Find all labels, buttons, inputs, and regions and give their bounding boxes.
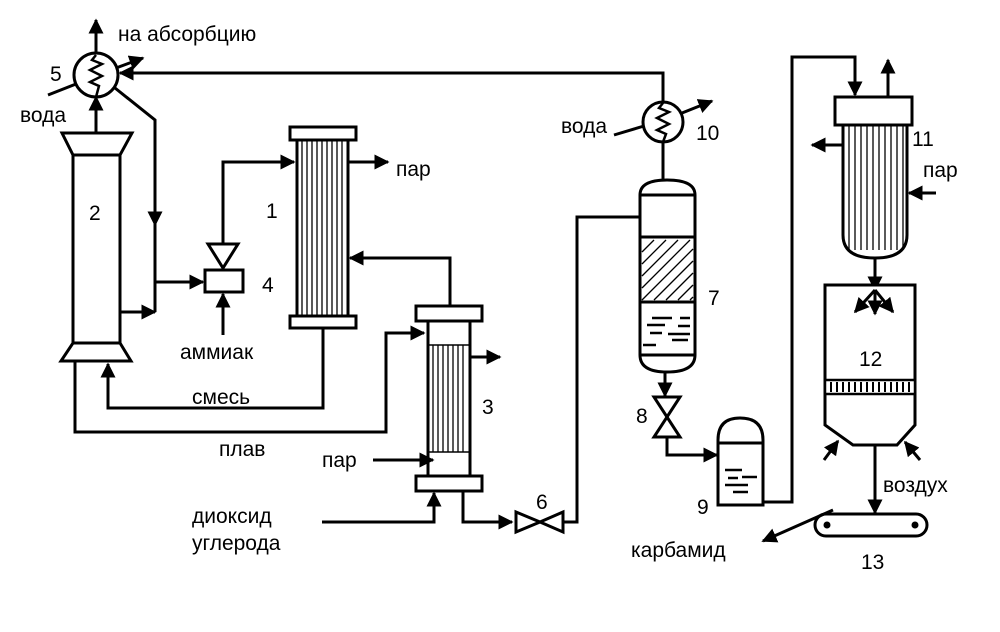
tube-line [653,260,694,301]
spray-nozzle [853,288,895,316]
tube-line [677,284,694,301]
conveyor-13 [761,508,929,543]
label-melt: плав [219,438,265,461]
label-unit-2: 2 [89,202,101,225]
label-unit-13: 13 [861,551,884,574]
tube-line [641,239,691,289]
heat-exchanger-5 [47,18,145,133]
valve-8 [651,395,719,463]
tube-line [665,272,694,301]
label-to-absorption: на абсорбцию [118,23,256,46]
tube-line [641,239,667,265]
label-unit-9: 9 [697,496,709,519]
label-air: воздух [883,474,948,497]
label-unit-10: 10 [696,122,719,145]
tube-line [641,248,694,301]
reactor-1 [288,125,452,330]
melt-line [73,325,426,434]
label-unit-8: 8 [636,405,648,428]
prilling-tower-12 [822,283,922,515]
heater-11 [810,58,936,292]
mixer-4 [203,154,296,335]
tube-line [641,239,655,253]
label-ammonia: аммиак [180,341,254,364]
label-unit-1: 1 [266,200,278,223]
gas-return-line [118,65,665,102]
label-unit-3: 3 [482,396,494,419]
label-unit-6: 6 [536,491,548,514]
label-unit-12: 12 [859,348,882,371]
label-unit-11: 11 [912,128,934,151]
label-unit-4: 4 [262,274,274,297]
evaporator-7 [638,178,697,398]
label-mixture: смесь [192,386,250,409]
stripper-3 [322,304,514,530]
column-2 [58,131,135,363]
condensate-line [114,86,157,312]
valve-6 [514,210,673,535]
label-co2-line2: углерода [192,532,281,555]
label-unit-7: 7 [708,287,720,310]
label-co2-line1: диоксид [192,505,272,528]
tank-9 [716,55,863,507]
label-urea: карбамид [631,539,726,562]
label-steam-1: пар [396,158,431,181]
tube-line [689,296,694,301]
label-steam-11: пар [923,159,958,182]
label-water-10: вода [561,115,607,138]
mixture-line [100,328,325,410]
heat-exchanger-10 [613,99,714,182]
tube-line [641,239,679,277]
label-water-5: вода [20,104,66,127]
label-steam-3: пар [322,449,357,472]
label-unit-5: 5 [50,63,62,86]
